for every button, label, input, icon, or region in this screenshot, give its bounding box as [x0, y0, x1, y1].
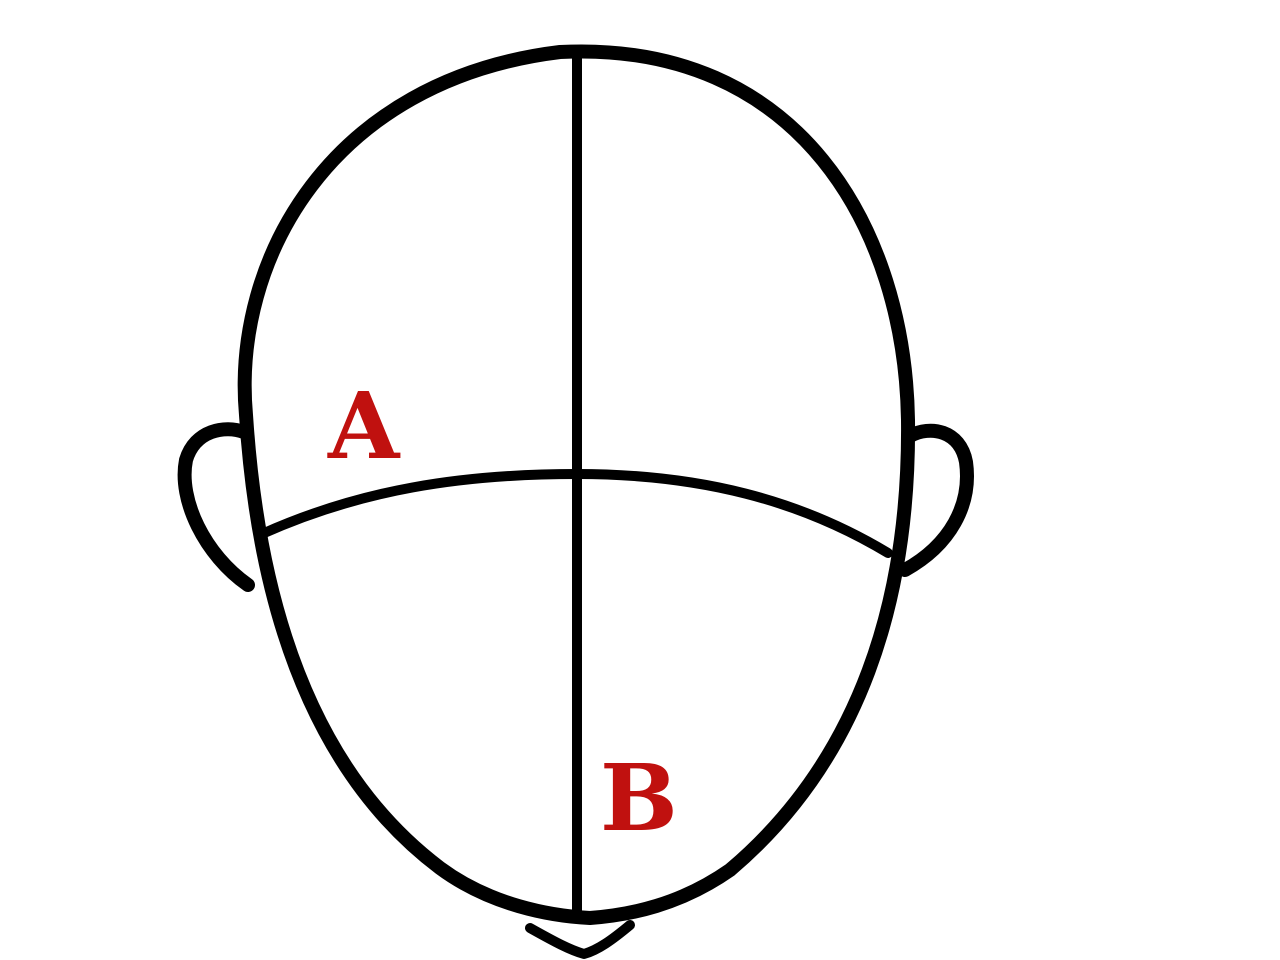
head-outline — [237, 44, 916, 925]
label-b: B — [600, 744, 678, 852]
label-a: A — [328, 372, 400, 480]
horizontal-guide-line — [257, 469, 893, 558]
right-ear — [898, 423, 974, 577]
chin-notch — [525, 920, 635, 959]
left-ear — [177, 422, 255, 592]
